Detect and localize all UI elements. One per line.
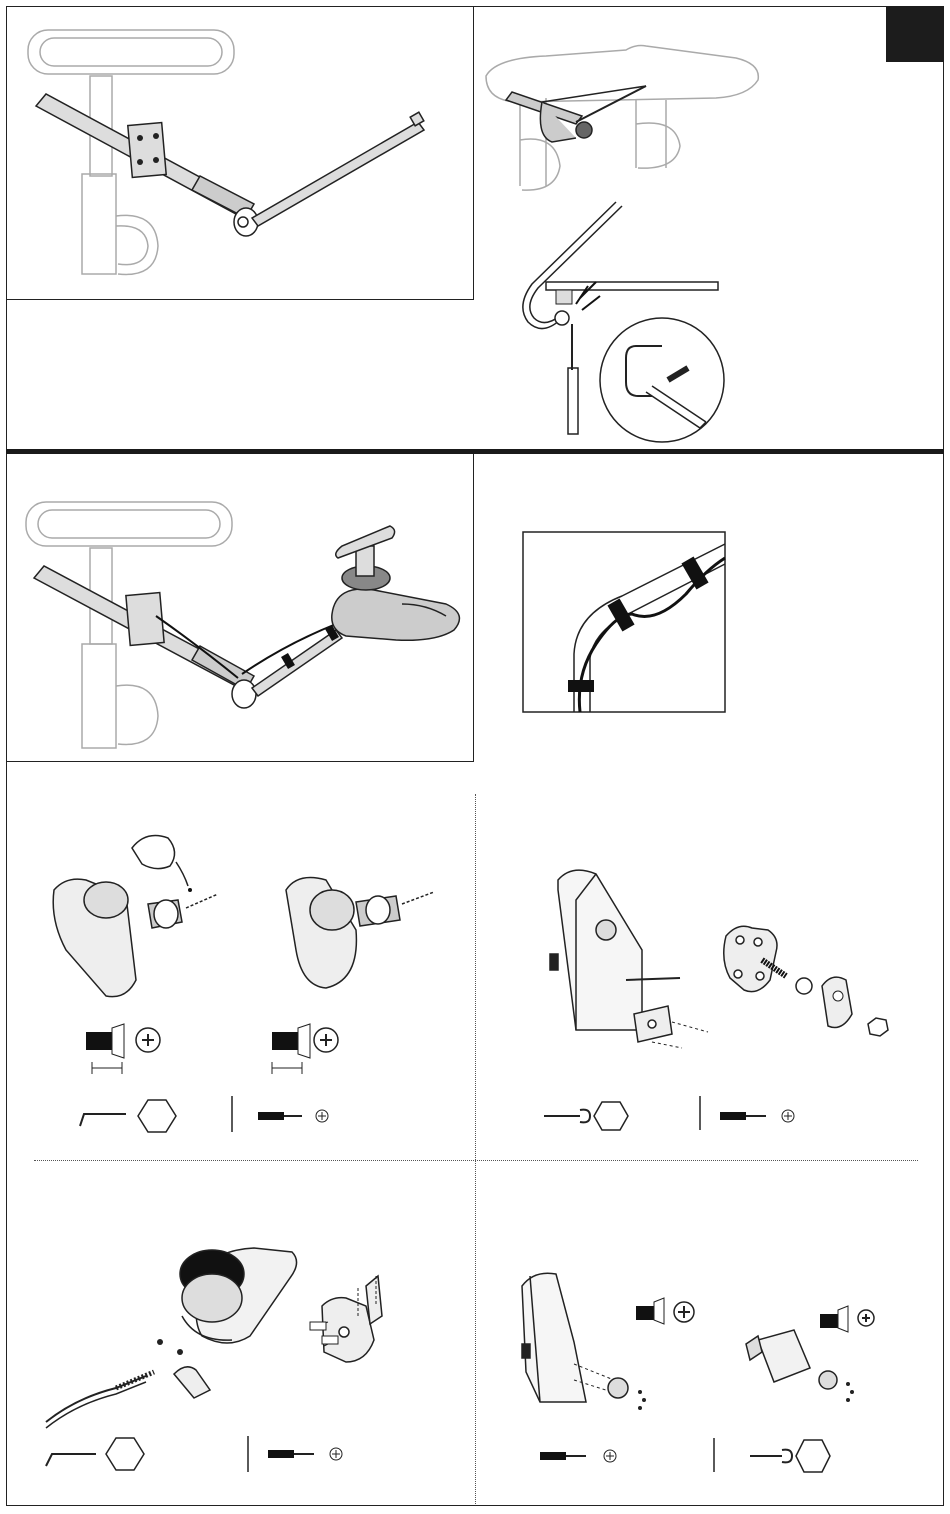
phillips-icon bbox=[316, 1110, 328, 1122]
tray-illustration bbox=[476, 6, 944, 449]
wrench-icon bbox=[544, 1110, 590, 1123]
holder-illustration bbox=[476, 800, 944, 1156]
screwdriver-icon bbox=[540, 1452, 586, 1460]
screwdriver-icon bbox=[258, 1112, 302, 1120]
hexagon-icon bbox=[106, 1438, 144, 1470]
hex-key-icon bbox=[46, 1454, 96, 1466]
hexagon-icon bbox=[138, 1100, 176, 1132]
phillips-icon bbox=[782, 1110, 794, 1122]
joystick-illustration bbox=[6, 454, 474, 762]
joystick-screw-illustration bbox=[6, 800, 474, 1156]
pivot-illustration bbox=[476, 1166, 944, 1502]
armrest-illustration bbox=[6, 6, 472, 298]
strap-illustration bbox=[476, 454, 944, 762]
screwdriver-icon bbox=[268, 1450, 314, 1458]
hex-key-icon bbox=[80, 1114, 126, 1126]
figure-attendant-control-clamp bbox=[6, 1166, 474, 1502]
attendant-illustration bbox=[6, 1166, 474, 1502]
phillips-icon bbox=[330, 1448, 342, 1460]
figure-tray-rod-bend-saw bbox=[476, 6, 944, 449]
figure-holder-plate bbox=[476, 800, 944, 1156]
divider-horizontal bbox=[34, 1160, 918, 1161]
figure-armrest-rod-hex-key bbox=[6, 6, 474, 300]
hexagon-icon bbox=[594, 1102, 628, 1130]
screw-icon bbox=[86, 1024, 124, 1074]
figure-joystick-mounted-on-rod bbox=[6, 454, 474, 762]
phillips-icon bbox=[604, 1450, 616, 1462]
phillips-icon bbox=[136, 1028, 160, 1052]
wrench-icon bbox=[750, 1450, 792, 1463]
figure-cable-strap-detail bbox=[476, 454, 944, 762]
figure-joystick-cup-screw bbox=[6, 800, 474, 1156]
hexagon-icon bbox=[796, 1440, 830, 1472]
figure-control-box-pivot-mount bbox=[476, 1166, 944, 1502]
screwdriver-icon bbox=[720, 1112, 766, 1120]
